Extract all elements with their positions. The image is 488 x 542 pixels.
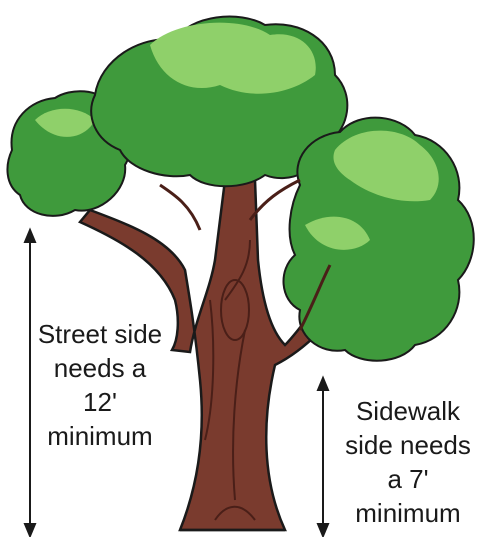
- street-label-line-2: needs a: [20, 351, 180, 385]
- street-label-line-4: minimum: [20, 419, 180, 453]
- street-label-line-3: 12': [20, 385, 180, 419]
- sidewalk-label-line-2: side needs: [328, 428, 488, 462]
- sidewalk-side-label: Sidewalk side needs a 7' minimum: [328, 394, 488, 530]
- sidewalk-label-line-1: Sidewalk: [328, 394, 488, 428]
- sidewalk-side-clearance-arrow: [318, 378, 328, 536]
- street-label-line-1: Street side: [20, 317, 180, 351]
- sidewalk-label-line-3: a 7': [328, 462, 488, 496]
- street-side-label: Street side needs a 12' minimum: [20, 317, 180, 453]
- sidewalk-label-line-4: minimum: [328, 496, 488, 530]
